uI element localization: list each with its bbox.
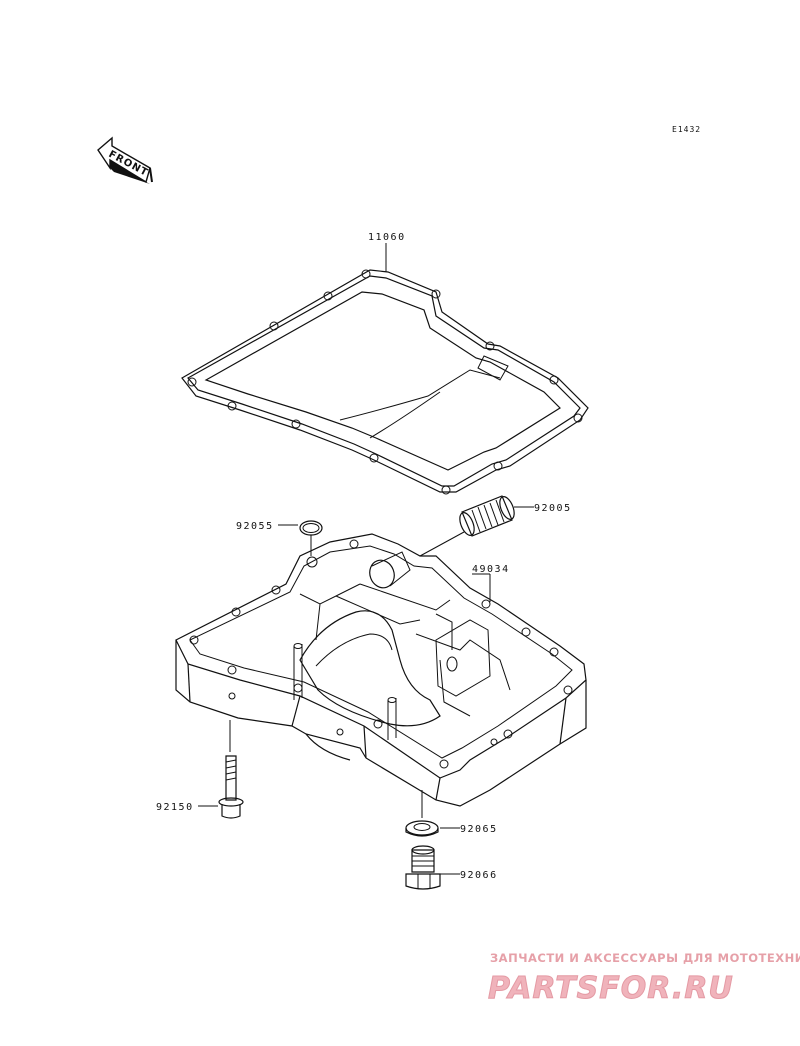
label-92055: 92055 (236, 521, 274, 532)
label-92065: 92065 (460, 824, 498, 835)
bolt-92150[interactable] (218, 755, 244, 819)
washer-92065[interactable] (405, 820, 439, 837)
watermark-brand: PARTSFOR.RU (488, 971, 734, 1006)
strainer-92005[interactable] (457, 495, 517, 538)
label-92150: 92150 (156, 802, 194, 813)
diagram-code: E1432 (672, 125, 701, 134)
label-92066: 92066 (460, 870, 498, 881)
watermark-tagline: ЗАПЧАСТИ И АКСЕССУАРЫ ДЛЯ МОТОТЕХНИКИ (490, 951, 800, 965)
oil-pan-49034[interactable] (175, 533, 587, 807)
drain-plug-92066[interactable] (405, 845, 441, 890)
gasket-11060[interactable] (181, 269, 589, 495)
label-92005: 92005 (534, 503, 572, 514)
front-arrow-icon: FRONT (97, 136, 153, 184)
label-49034: 49034 (472, 564, 510, 575)
o-ring-92055[interactable] (299, 520, 323, 536)
label-11060: 11060 (368, 232, 406, 243)
